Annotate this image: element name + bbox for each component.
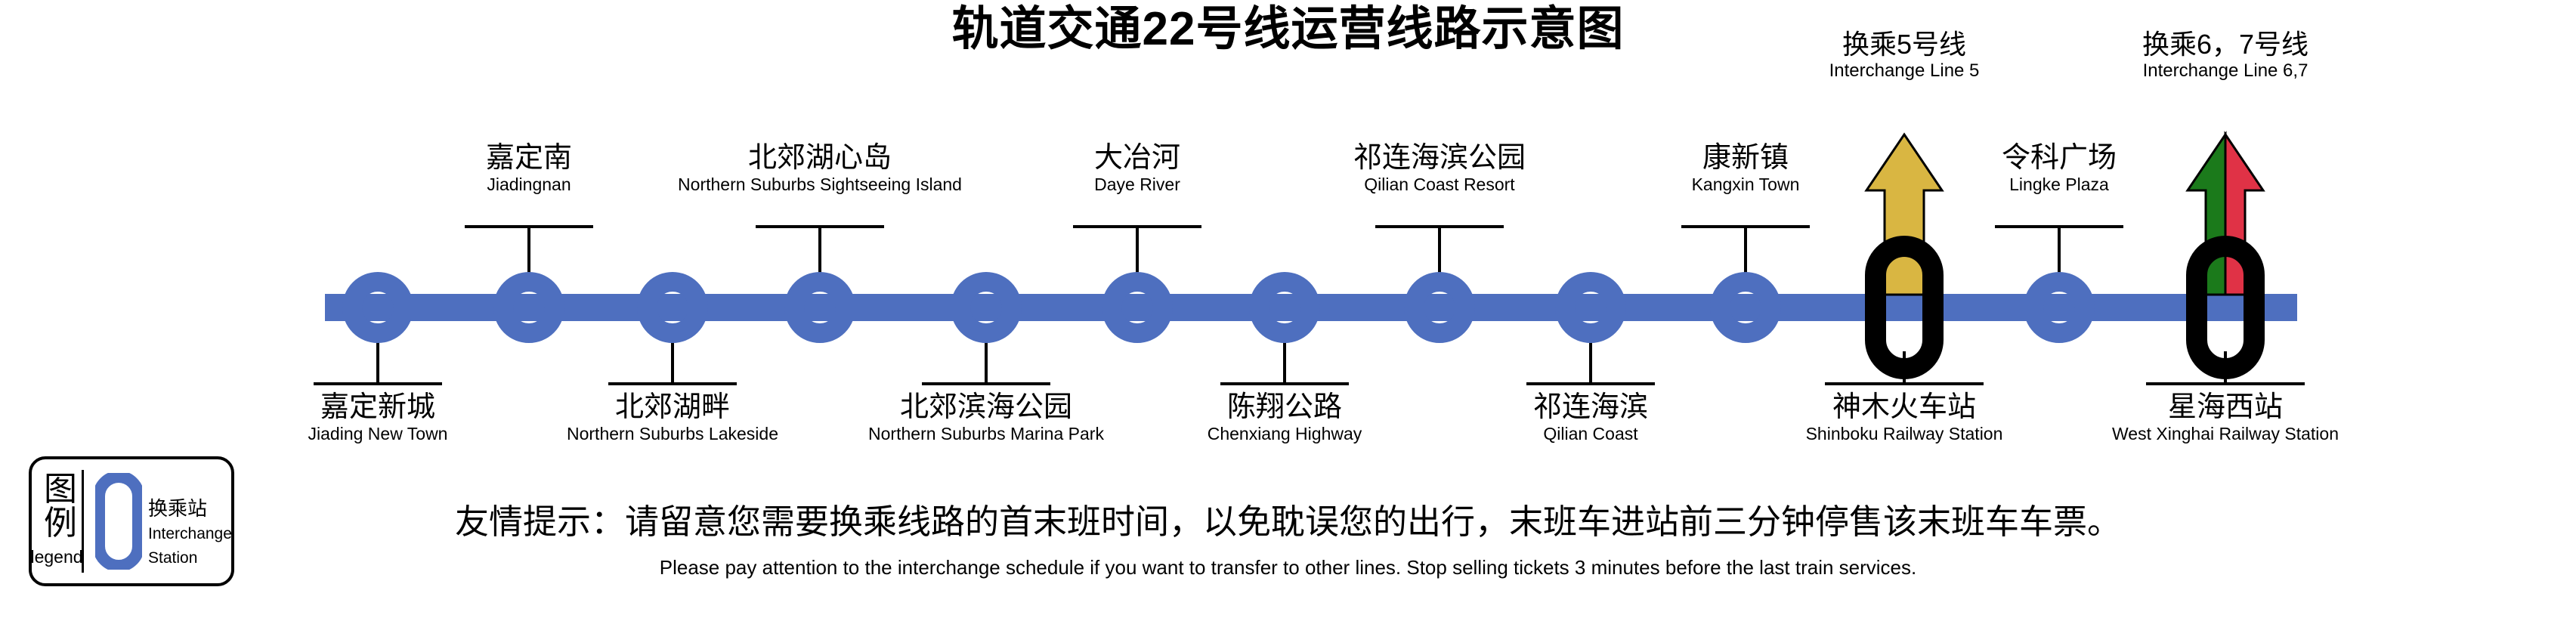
page-title: 轨道交通22号线运营线路示意图: [951, 3, 1625, 55]
station-name-en: Northern Suburbs Lakeside: [567, 424, 778, 443]
legend-entry-en-2: Station: [148, 549, 198, 567]
station-name-en: Kangxin Town: [1691, 175, 1800, 194]
station-name-cn: 令科广场: [2001, 142, 2117, 174]
station-name-cn: 嘉定新城: [320, 391, 435, 423]
station-name-cn: 星海西站: [2167, 391, 2283, 423]
station-name-cn: 北郊湖畔: [614, 391, 730, 423]
notice-english: Please pay attention to the interchange …: [659, 556, 1917, 579]
interchange-callout-cn: 换乘6，7号线: [2142, 29, 2309, 60]
legend-entry-cn: 换乘站: [148, 497, 208, 520]
station-marker-9: [1555, 272, 1626, 343]
notice-chinese: 友情提示：请留意您需要换乘线路的首末班时间，以免耽误您的出行，末班车进站前三分钟…: [454, 502, 2121, 541]
interchange-callout-en: Interchange Line 6,7: [2142, 60, 2309, 81]
legend-heading-cn: 图例: [44, 471, 77, 542]
station-name-en: Chenxiang Highway: [1207, 424, 1362, 443]
station-marker-interchange-11: [1865, 236, 1944, 379]
station-name-en: Lingke Plaza: [2009, 175, 2109, 194]
station-name-en: Jiadingnan: [487, 175, 571, 194]
station-name-cn: 神木火车站: [1832, 391, 1976, 423]
station-name-en: Qilian Coast Resort: [1364, 175, 1515, 194]
legend-divider: [82, 470, 84, 573]
station-marker-4: [784, 272, 855, 343]
station-marker-6: [1102, 272, 1173, 343]
station-name-en: Jiading New Town: [308, 424, 448, 443]
station-name-cn: 祁连海滨: [1532, 391, 1648, 423]
station-marker-5: [951, 272, 1022, 343]
station-marker-7: [1249, 272, 1320, 343]
station-name-en: West Xinghai Railway Station: [2112, 424, 2339, 443]
station-name-cn: 嘉定南: [485, 142, 572, 174]
station-name-cn: 陈翔公路: [1226, 391, 1342, 423]
legend-heading-en: legend: [30, 547, 83, 567]
station-marker-10: [1710, 272, 1781, 343]
station-marker-1: [342, 272, 413, 343]
station-marker-3: [637, 272, 708, 343]
station-name-en: Qilian Coast: [1543, 424, 1638, 443]
interchange-callout-cn: 换乘5号线: [1842, 29, 1967, 60]
station-marker-2: [493, 272, 564, 343]
station-marker-12: [2024, 272, 2095, 343]
interchange-station-icon: [95, 473, 142, 570]
station-marker-interchange-13: [2186, 236, 2265, 379]
legend-entry-en-1: Interchange: [148, 525, 232, 542]
interchange-callout-en: Interchange Line 5: [1829, 60, 1980, 81]
station-name-cn: 北郊湖心岛: [747, 142, 892, 174]
station-marker-8: [1404, 272, 1475, 343]
station-name-cn: 大冶河: [1093, 142, 1180, 174]
station-name-cn: 康新镇: [1702, 142, 1789, 174]
station-name-cn: 祁连海滨公园: [1353, 142, 1526, 174]
station-name-en: Shinboku Railway Station: [1805, 424, 2003, 443]
station-name-cn: 北郊滨海公园: [899, 391, 1072, 423]
station-name-en: Northern Suburbs Marina Park: [868, 424, 1104, 443]
station-name-en: Northern Suburbs Sightseeing Island: [678, 175, 962, 194]
station-name-en: Daye River: [1094, 175, 1180, 194]
